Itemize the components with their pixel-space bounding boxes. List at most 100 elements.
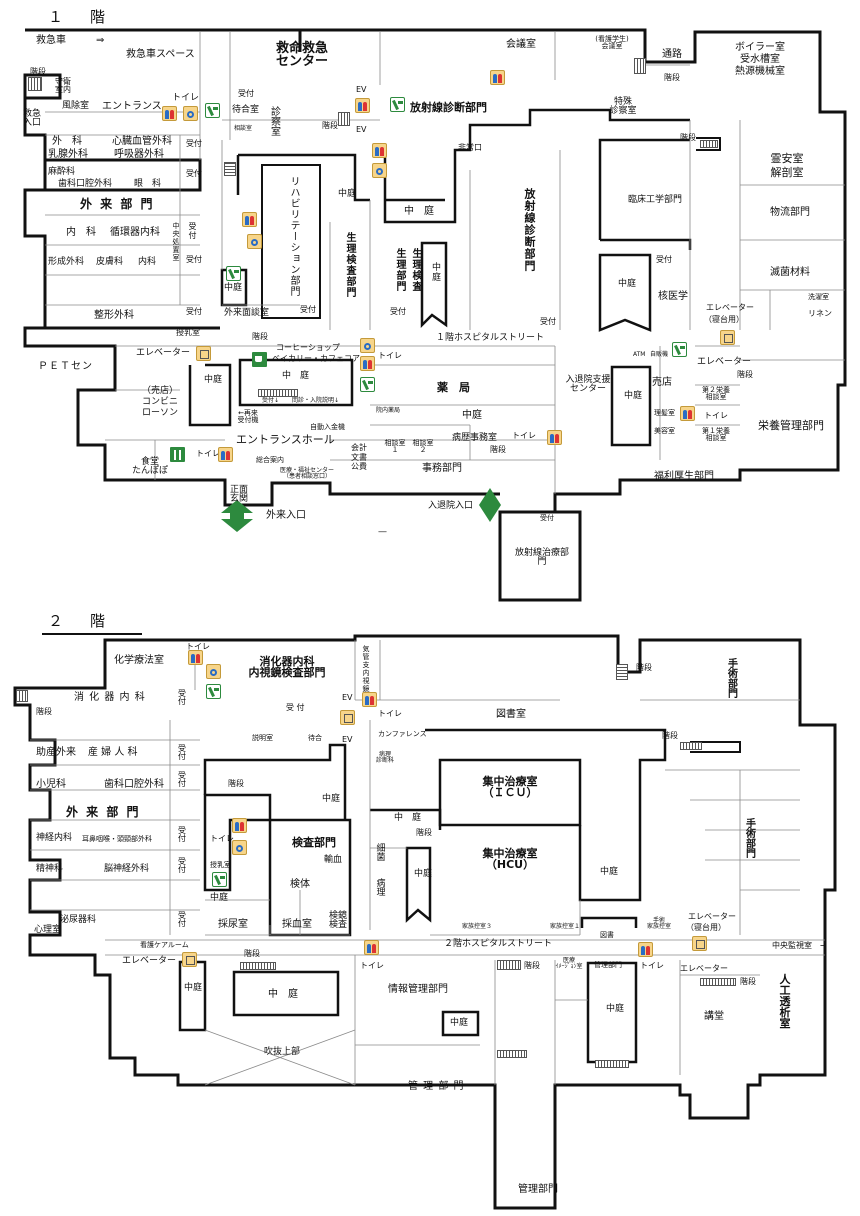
label-internal: 内科 (138, 257, 157, 267)
wheelchair-icon (372, 163, 387, 178)
label-radiology: 放射線診断部門 (410, 101, 487, 114)
label-ev-1: EV (356, 85, 367, 94)
label-eye: 眼 科 (134, 179, 162, 189)
label-shop: 売店 (652, 377, 672, 388)
label-waiting: 待合室 (232, 105, 260, 115)
label-milk: 授乳室 (176, 328, 200, 337)
label-courtyard-8: 中庭 (462, 410, 482, 421)
rehab-icon (206, 684, 221, 699)
label-elevator-1: エレベーター (706, 303, 754, 312)
stairs-icon (497, 960, 521, 970)
label-courtyard-f2-2: 中 庭 (394, 813, 422, 823)
label-reception-9: 受付 (540, 317, 556, 326)
label-reception-3: 受付 (186, 169, 202, 178)
label-nutrition1: 第１栄養 相談室 (702, 427, 730, 442)
label-guard: 守衛 室内 (55, 77, 71, 94)
label-nutrition-mgmt: 栄養管理部門 (758, 419, 824, 432)
label-family-room-op: 手術 家族控室 (646, 917, 671, 930)
label-hospital-street-2: ２階ホスピタルストリート (444, 939, 553, 949)
label-anesthesia: 麻酔科 (48, 167, 76, 177)
label-books: 図書 (600, 931, 614, 939)
label-physio-exam: 生理検査部門 (344, 232, 355, 298)
label-nurse-care: 看護ケアルーム (140, 941, 189, 949)
toilet-icon (162, 106, 177, 121)
label-emergency-exit: 非常口 (458, 143, 482, 152)
label-consult-1: 相談室 (234, 125, 253, 132)
label-physio-div: 生理部門 (394, 248, 405, 292)
label-neuro: 神経内科 (36, 833, 73, 843)
label-specimen: 検体 (290, 879, 310, 890)
label-pathology: 病 理 (376, 879, 386, 898)
label-ward-office: 病歴事務室 (452, 433, 498, 443)
label-toilet-f2-2: トイレ (378, 709, 402, 718)
arrow-right: ⇒ (96, 35, 105, 46)
label-reception-f2-5: 受 付 (178, 826, 186, 843)
stairs-icon (338, 112, 350, 126)
label-courtyard-f2-8: 中庭 (450, 1018, 469, 1028)
label-radiology-v: 放射線診断部門 (523, 188, 536, 272)
label-hospital-street-1: １階ホスピタルストリート (436, 333, 545, 343)
elevator-icon (692, 936, 707, 951)
label-obgyn: 産 婦 人 科 (88, 747, 138, 758)
label-courtyard-f2-9: 中庭 (606, 1004, 625, 1014)
stairs-icon (240, 962, 276, 970)
label-milk-f2: 授乳室 (210, 861, 231, 869)
label-courtyard-4: 中庭 (618, 279, 637, 289)
label-courtyard-5: 中庭 (224, 283, 243, 293)
label-vending: 自販機 (650, 351, 669, 358)
label-bed-elev-1: （寝台用） (704, 315, 744, 324)
label-reception-f2-3: 受 付 (178, 744, 186, 761)
label-stairs-6: 階段 (737, 370, 753, 379)
label-pediatrics: 小児科 (36, 779, 66, 790)
wheelchair-icon (232, 840, 247, 855)
label-surgery-dept-1: 手 術 部 門 (728, 659, 738, 700)
label-sterile: 滅菌材料 (770, 267, 810, 278)
label-reception-1: 受付 (238, 89, 254, 98)
floor1-thin-lines (45, 32, 845, 494)
toilet-icon (680, 406, 695, 421)
label-pet: ＰＥＴセン (38, 361, 93, 372)
stairs-icon (680, 742, 702, 750)
label-family-room1: 家族控室１ (550, 923, 581, 930)
label-inquiry: 問診・入院説明↓ (292, 397, 340, 404)
label-radiotherapy: 放射線治療部 門 (514, 548, 569, 567)
label-bed-elev-f2: （寝台用） (686, 923, 726, 932)
label-dash: — (378, 527, 387, 537)
label-breast: 乳腺外科 (48, 149, 88, 160)
label-courtyard-f2-5: 中庭 (210, 893, 229, 903)
label-hairdresser: 理髪室 (654, 409, 675, 417)
label-emergency-center: 救命救急 センター (275, 41, 328, 69)
label-stairs-f2-6: 階段 (244, 949, 260, 958)
label-stairs-f2-1: 階段 (636, 663, 652, 672)
rehab-icon (226, 266, 241, 281)
label-boiler: ボイラー室 受水槽室 熱源機械室 (735, 42, 785, 77)
entrance-arrows (221, 488, 501, 532)
label-stairs-f2-4: 階段 (228, 779, 244, 788)
floor1-title-text: １ 階 (48, 8, 112, 26)
toilet-icon (364, 940, 379, 955)
label-elevator-3: エレベーター (697, 357, 752, 367)
label-re-reception: ←再来 受付機 (237, 409, 259, 424)
label-blood: 採血室 (282, 919, 312, 930)
label-stairs-2: 階段 (30, 67, 46, 76)
label-reception-10: 受付 (656, 255, 672, 264)
label-internal-med: 内 科 (66, 227, 96, 238)
label-courtyard-cafe: 中 庭 (282, 371, 310, 381)
label-atm: ATM (633, 351, 646, 358)
label-outpatient-f2: 外 来 部 門 (66, 805, 141, 819)
label-admission-entrance: 入退院入口 (428, 501, 474, 511)
label-bacteria: 細 菌 (376, 844, 386, 863)
label-consult2: 相談室 ２ (412, 439, 434, 454)
label-toilet-f2-1: トイレ (186, 642, 210, 651)
stairs-icon (224, 162, 236, 176)
label-ev-2: EV (356, 125, 367, 134)
label-beauty: 美容室 (654, 427, 675, 435)
label-nutrition2: 第２栄養 相談室 (702, 386, 730, 401)
label-admin2: 管理部門 (518, 1184, 558, 1195)
label-library: 図書室 (496, 709, 526, 720)
label-gastro-med: 消 化 器 内 科 (74, 692, 146, 703)
toilet-icon (218, 447, 233, 462)
label-courtyard-f2-4: 中庭 (600, 867, 619, 877)
stairs-icon (16, 690, 28, 702)
